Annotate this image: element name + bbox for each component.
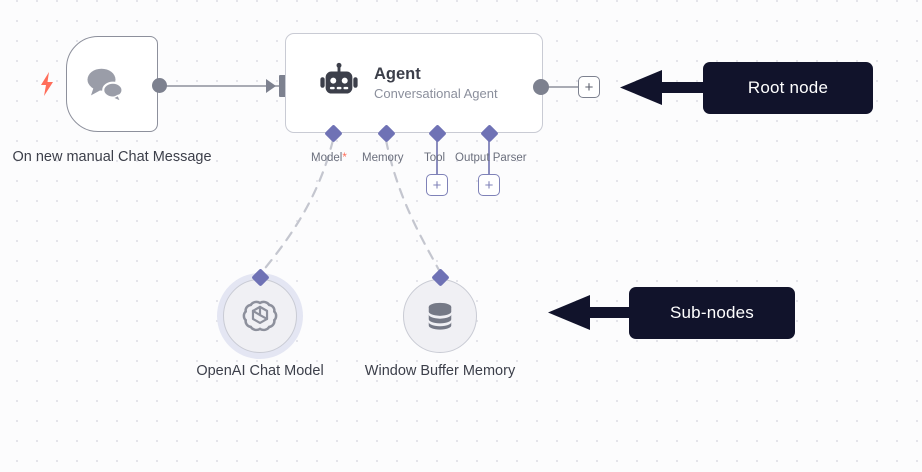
agent-subtitle: Conversational Agent — [374, 85, 498, 101]
callout-root-node-text: Root node — [747, 78, 829, 97]
trigger-node-caption: On new manual Chat Message — [12, 149, 212, 165]
root-node-arrow-left-icon — [620, 70, 715, 105]
add-output-parser-button[interactable]: + — [478, 174, 500, 196]
agent-port-output-parser-label: Output Parser — [455, 152, 527, 164]
openai-chat-model-caption: OpenAI Chat Model — [196, 363, 324, 379]
agent-port-tool-label: Tool — [424, 152, 446, 164]
window-buffer-memory-caption: Window Buffer Memory — [364, 363, 516, 379]
robot-icon — [320, 62, 358, 94]
agent-output-port[interactable] — [533, 79, 549, 95]
agent-input-port[interactable] — [279, 75, 289, 97]
add-tool-button[interactable]: + — [426, 174, 448, 196]
node-window-buffer-memory[interactable] — [403, 279, 477, 353]
agent-port-model-required-marker: * — [342, 152, 347, 164]
agent-text-block: Agent Conversational Agent — [374, 65, 498, 102]
agent-port-model-label: Model* — [311, 152, 347, 164]
node-agent[interactable]: Agent Conversational Agent — [285, 33, 543, 133]
sub-nodes-arrow-left-icon — [548, 295, 636, 330]
chat-bubbles-icon — [87, 68, 124, 103]
trigger-output-port[interactable] — [152, 78, 167, 93]
agent-port-memory-label: Memory — [362, 152, 404, 164]
openai-logo-icon — [242, 300, 278, 332]
agent-title: Agent — [374, 64, 421, 83]
callout-sub-nodes: Sub-nodes — [629, 287, 795, 339]
node-openai-chat-model[interactable] — [223, 279, 297, 353]
callout-sub-nodes-text: Sub-nodes — [669, 303, 755, 322]
agent-input-arrow-icon — [266, 79, 276, 93]
add-node-button-main[interactable]: + — [578, 76, 600, 98]
agent-port-model-text: Model — [311, 152, 343, 164]
database-stack-icon — [428, 302, 452, 330]
node-on-new-manual-chat-message[interactable] — [66, 36, 158, 132]
lightning-bolt-icon — [40, 72, 54, 96]
callout-root-node: Root node — [703, 62, 873, 114]
